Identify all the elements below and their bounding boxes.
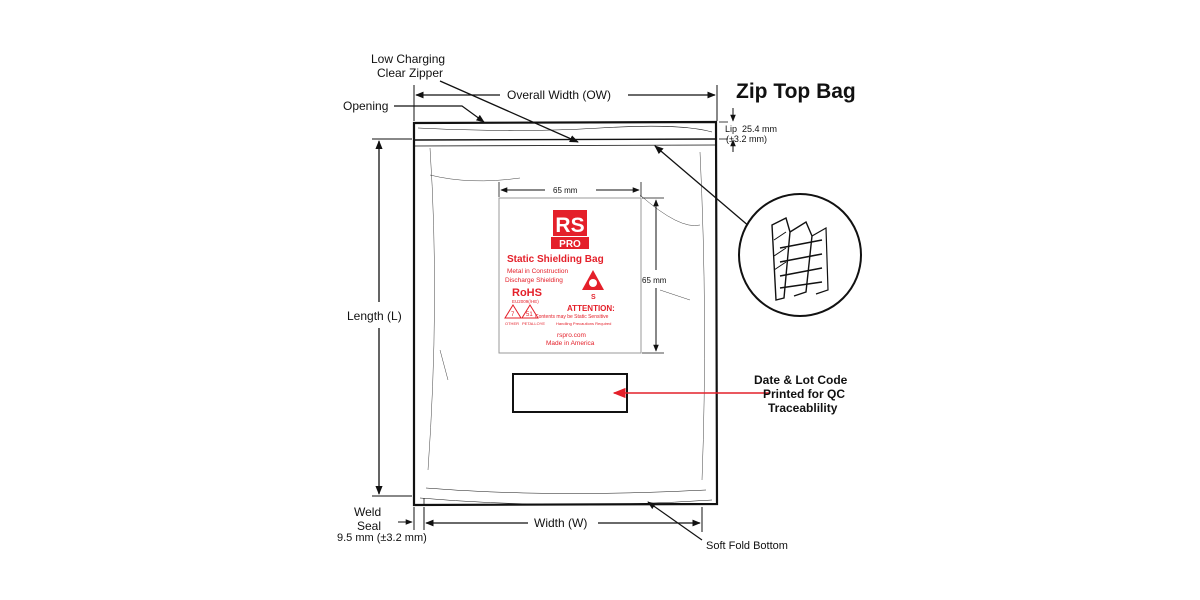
- zipper-detail-leader: [654, 145, 751, 228]
- overall-width-label: Overall Width (OW): [507, 88, 611, 102]
- recycle-icon-7: 7 OTHER: [504, 304, 522, 326]
- diagram-title: Zip Top Bag: [736, 80, 856, 103]
- recycle-icon-51-number: 51: [526, 312, 533, 318]
- label-esd-letter: S: [591, 294, 596, 301]
- opening-leader: [394, 105, 485, 123]
- label-metal-line: Metal in Construction: [507, 268, 568, 275]
- label-heading: Static Shielding Bag: [507, 254, 604, 265]
- label-discharge-line: Discharge Shielding: [505, 277, 563, 284]
- soft-fold-leader: [647, 501, 703, 541]
- recycle-icon-51: 51 PETALLOYE: [521, 304, 545, 326]
- label-made-in: Made in America: [546, 340, 595, 347]
- label-attention-line2: Handling Precautions Required: [556, 321, 611, 326]
- zipper-callout-line2: Clear Zipper: [377, 66, 443, 80]
- rs-pro-logo: RS PRO: [551, 210, 589, 250]
- zipper-callout-line1: Low Charging: [371, 52, 445, 66]
- label-height-dim: 65 mm: [642, 276, 667, 285]
- date-lot-callout-line2: Printed for QC: [763, 387, 845, 401]
- bag-outline: [412, 120, 719, 507]
- weld-value: 9.5 mm (±3.2 mm): [337, 532, 427, 544]
- length-label: Length (L): [347, 309, 402, 323]
- date-lot-callout-line1: Date & Lot Code: [754, 373, 848, 387]
- label-website: rspro.com: [557, 332, 586, 339]
- zipper-detail-icon: [738, 193, 862, 317]
- recycle-icon-7-text: OTHER: [505, 321, 519, 326]
- recycle-icon-7-number: 7: [511, 312, 515, 318]
- lip-value: 25.4 mm: [742, 124, 777, 134]
- weld-label-line1: Weld: [354, 505, 381, 519]
- label-width-dim: 65 mm: [553, 186, 578, 195]
- date-lot-code-box: [512, 373, 628, 413]
- opening-label: Opening: [343, 99, 388, 113]
- width-label: Width (W): [534, 516, 587, 530]
- weld-label-line2: Seal: [357, 519, 381, 533]
- label-attention: ATTENTION:: [567, 304, 615, 313]
- lip-label: Lip: [725, 124, 737, 134]
- recycle-icon-51-text: PETALLOYE: [522, 321, 545, 326]
- esd-warning-icon: [582, 270, 604, 290]
- soft-fold-label: Soft Fold Bottom: [706, 540, 788, 552]
- label-rohs-sub: EU2009(/HE): [512, 299, 539, 304]
- zipper-leader: [439, 80, 579, 143]
- product-label: 65 mm 65 mm RS PRO Static Shielding Bag …: [498, 182, 667, 354]
- lip-tolerance: (±3.2 mm): [726, 134, 767, 144]
- rs-pro-logo-text-pro: PRO: [559, 239, 581, 250]
- rs-pro-logo-text-rs: RS: [555, 214, 584, 237]
- label-attention-line1: Contents may be Static Sensitive: [535, 314, 609, 320]
- label-rohs: RoHS: [512, 287, 542, 299]
- date-lot-callout-line3: Traceablility: [768, 401, 838, 415]
